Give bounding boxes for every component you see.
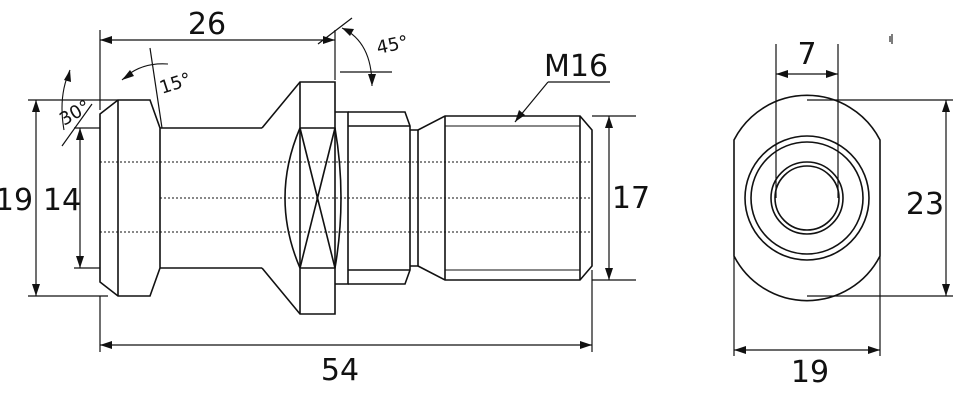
dim-14: 14 [43,127,100,269]
angle-30-arrow [64,70,71,82]
arrow-19e-right [868,346,880,354]
thread-label: M16 [544,49,608,84]
arrow-17-top [605,116,613,128]
thread-callout: M16 [514,49,610,123]
corner-mark [889,34,893,44]
arrow-19e-left [734,346,746,354]
angle-45-arrow-bottom [368,74,376,86]
end-view-bore [774,165,840,231]
arrow-19-top [32,100,40,112]
head-outline [99,99,161,297]
angle-15-arrow [122,70,134,80]
arrow-23-bottom [942,284,950,296]
angle-45-arrow-top [342,28,354,36]
arrow-19-bottom [32,284,40,296]
thread-leader-arrow [515,110,525,122]
dim-14-label: 14 [43,183,81,218]
arrow-14-bottom [76,256,84,268]
thread-outline [417,115,593,281]
arrow-23-top [942,100,950,112]
angle-30-ext [61,103,93,147]
angle-45-label: 45° [375,32,411,59]
dim-23: 23 [807,99,953,297]
dim-54: 54 [99,270,593,388]
end-view-circle-inner [770,161,844,235]
dim-23-label: 23 [906,187,944,222]
arrow-54-right [580,341,592,349]
angle-45-arc [341,27,373,87]
angle-30: 30° [56,69,94,147]
dim-54-label: 54 [321,353,359,388]
arrow-14-top [76,128,84,140]
angle-15: 15° [121,47,194,129]
angle-15-ext [149,47,163,129]
end-view [733,94,881,302]
angle-45: 45° [317,17,411,87]
dim-7-label: 7 [797,37,816,72]
dim-19-head-label: 19 [0,183,33,218]
flange-outline [261,81,336,315]
angle-15-label: 15° [157,69,194,99]
collar-inner [348,125,410,271]
dim-26: 26 [99,7,336,110]
arrow-26-right [323,36,335,44]
dim-17-label: 17 [612,181,650,216]
side-view [99,81,593,315]
end-view-circle-outer [744,135,870,261]
end-view-outline [733,94,881,302]
dim-26-label: 26 [188,7,226,42]
arrow-54-left [100,341,112,349]
dim-19-head: 19 [0,99,118,297]
angle-45-ext [317,17,353,45]
arrow-7-left [776,70,788,78]
dim-19-end-label: 19 [791,355,829,390]
end-view-circle-mid [750,141,864,255]
arrow-17-bottom [605,268,613,280]
arrow-26-left [100,36,112,44]
dim-19-end: 19 [733,256,881,390]
dim-17: 17 [592,115,650,281]
arrow-7-right [826,70,838,78]
dim-7: 7 [775,37,839,198]
